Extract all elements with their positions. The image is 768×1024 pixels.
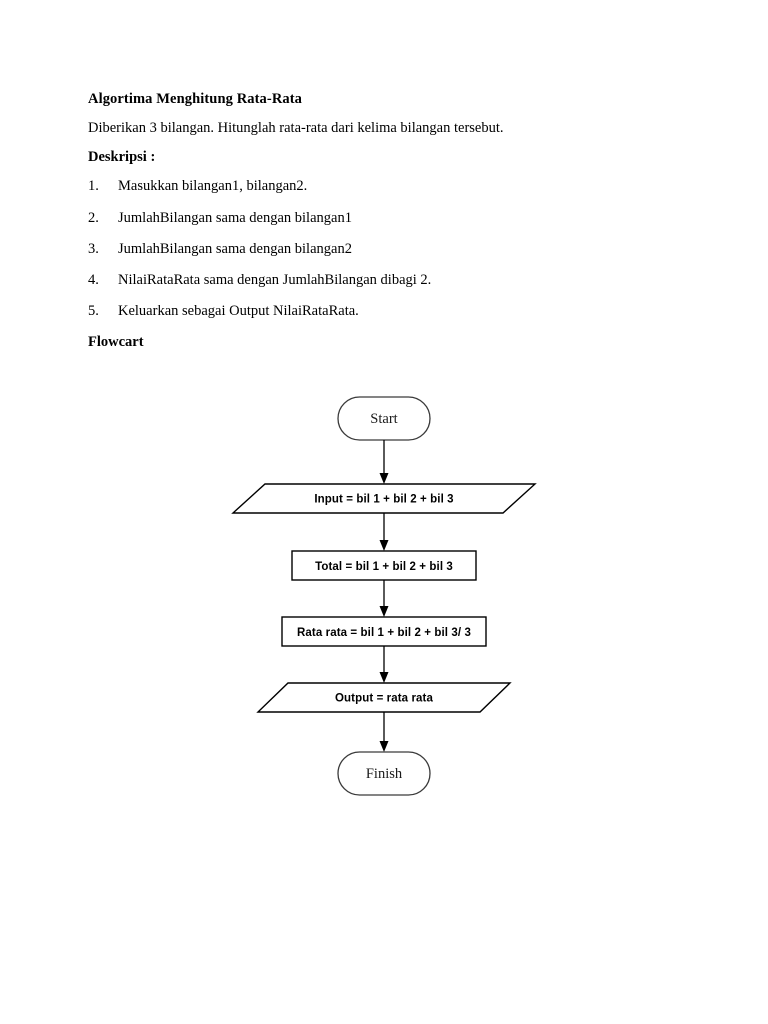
flow-node-total: Total = bil 1 + bil 2 + bil 3 <box>291 550 477 581</box>
arrowhead-icon <box>379 473 389 484</box>
list-item-text: JumlahBilangan sama dengan bilangan2 <box>118 240 352 257</box>
flow-node-input: Input = bil 1 + bil 2 + bil 3 <box>231 483 537 514</box>
list-item-text: NilaiRataRata sama dengan JumlahBilangan… <box>118 271 432 288</box>
list-item: 1. Masukkan bilangan1, bilangan2. <box>88 177 648 195</box>
arrowhead-icon <box>379 606 389 617</box>
list-item-number: 3. <box>88 240 99 257</box>
flow-node-rata-rata: Rata rata = bil 1 + bil 2 + bil 3/ 3 <box>281 616 487 647</box>
flowchart-diagram: Start Input = bil 1 + bil 2 + bil 3 Tota… <box>0 380 768 820</box>
input-label: Input = bil 1 + bil 2 + bil 3 <box>314 494 453 506</box>
list-item: 2. JumlahBilangan sama dengan bilangan1 <box>88 209 648 227</box>
connector-output-to-finish <box>379 712 389 752</box>
connector-rata-to-output <box>379 646 389 683</box>
list-item-number: 4. <box>88 271 99 288</box>
total-label: Total = bil 1 + bil 2 + bil 3 <box>315 561 453 573</box>
description-heading: Deskripsi : <box>88 149 156 166</box>
arrowhead-icon <box>379 741 389 752</box>
connector-start-to-input <box>379 440 389 484</box>
rata-rata-label: Rata rata = bil 1 + bil 2 + bil 3/ 3 <box>297 627 471 639</box>
list-item-text: JumlahBilangan sama dengan bilangan1 <box>118 209 352 226</box>
connector-total-to-rata <box>379 580 389 617</box>
connector-input-to-total <box>379 513 389 551</box>
start-label: Start <box>370 411 397 427</box>
finish-label: Finish <box>366 766 403 782</box>
flow-node-start: Start <box>337 396 431 441</box>
document-text-block: Algortima Menghitung Rata-Rata Diberikan… <box>88 90 648 351</box>
list-item: 3. JumlahBilangan sama dengan bilangan2 <box>88 240 648 258</box>
list-item-number: 1. <box>88 178 99 195</box>
flowchart-canvas: Start Input = bil 1 + bil 2 + bil 3 Tota… <box>231 396 537 796</box>
list-item-number: 2. <box>88 209 99 226</box>
input-parallelogram-shape <box>231 483 537 514</box>
arrowhead-icon <box>379 540 389 551</box>
list-item-text: Masukkan bilangan1, bilangan2. <box>118 178 308 195</box>
output-parallelogram-shape <box>256 682 512 713</box>
list-item: 5. Keluarkan sebagai Output NilaiRataRat… <box>88 302 648 320</box>
flow-node-output: Output = rata rata <box>256 682 512 713</box>
arrowhead-icon <box>379 672 389 683</box>
list-item-number: 5. <box>88 302 99 319</box>
flow-node-finish: Finish <box>337 751 431 796</box>
list-item: 4. NilaiRataRata sama dengan JumlahBilan… <box>88 271 648 289</box>
list-item-text: Keluarkan sebagai Output NilaiRataRata. <box>118 302 359 319</box>
page-title: Algortima Menghitung Rata-Rata <box>88 91 303 107</box>
steps-list: 1. Masukkan bilangan1, bilangan2. 2. Jum… <box>88 177 648 320</box>
flowchart-heading: Flowcart <box>88 334 144 350</box>
total-process-shape <box>291 550 477 581</box>
finish-terminator-shape <box>337 751 431 796</box>
intro-paragraph: Diberikan 3 bilangan. Hitunglah rata-rat… <box>88 120 504 137</box>
output-label: Output = rata rata <box>335 693 433 705</box>
rata-rata-process-shape <box>281 616 487 647</box>
